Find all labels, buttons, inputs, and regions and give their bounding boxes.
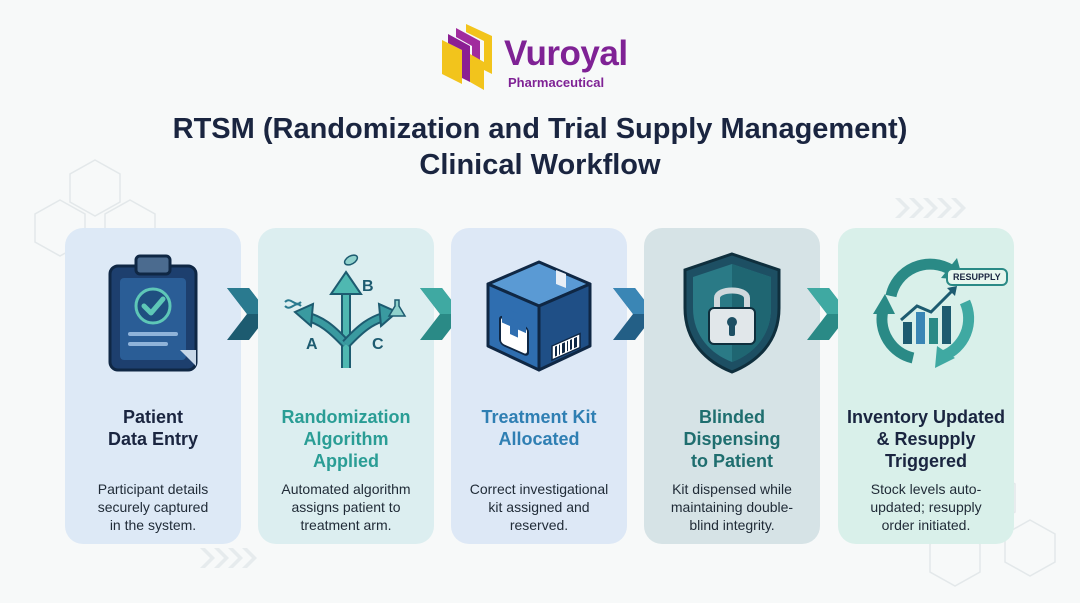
step-heading: Patient Data Entry — [107, 407, 199, 449]
branch-label-a: A — [306, 336, 318, 353]
branch-label-c: C — [372, 336, 384, 353]
brand-subtitle: Pharmaceutical — [508, 75, 605, 90]
medical-kit-box-icon — [486, 260, 592, 372]
step-heading: Randomization Algorithm Applied — [281, 407, 411, 471]
step-card-treatment-kit: Treatment Kit Allocated Correct investig… — [451, 228, 627, 544]
step-card-inventory-resupply: RESUPPLY Inventory Updated & Resupply Tr… — [838, 228, 1014, 544]
branching-arrows-icon — [284, 254, 407, 368]
step-description: Correct investigational kit assigned and… — [469, 481, 609, 533]
step-description: Automated algorithm assigns patient to t… — [281, 481, 411, 533]
title-line-2: Clinical Workflow — [419, 149, 661, 181]
step-description: Kit dispensed while maintaining double- … — [670, 481, 794, 533]
branch-label-b: B — [362, 278, 374, 295]
step-description: Participant details securely captured in… — [97, 481, 209, 533]
page-title: RTSM (Randomization and Trial Supply Man… — [40, 111, 1040, 183]
resupply-cycle-icon — [873, 258, 975, 368]
step-heading: Blinded Dispensing to Patient — [683, 407, 781, 471]
resupply-badge: RESUPPLY — [946, 268, 1008, 286]
step-card-randomization: A B C Randomization Algorithm Applied Au… — [258, 228, 434, 544]
brand-name: Vuroyal — [504, 34, 628, 73]
clipboard-check-icon — [108, 254, 198, 372]
shield-lock-icon — [683, 252, 781, 374]
step-description: Stock levels auto- updated; resupply ord… — [870, 481, 982, 533]
brand-header: Vuroyal Pharmaceutical — [440, 24, 660, 94]
title-line-1: RTSM (Randomization and Trial Supply Man… — [172, 113, 908, 145]
vuroyal-logo-icon — [442, 24, 492, 90]
step-heading: Treatment Kit Allocated — [481, 407, 597, 449]
step-card-patient-data-entry: Patient Data Entry Participant details s… — [65, 228, 241, 544]
step-card-blinded-dispensing: Blinded Dispensing to Patient Kit dispen… — [644, 228, 820, 544]
step-heading: Inventory Updated & Resupply Triggered — [846, 407, 1006, 471]
